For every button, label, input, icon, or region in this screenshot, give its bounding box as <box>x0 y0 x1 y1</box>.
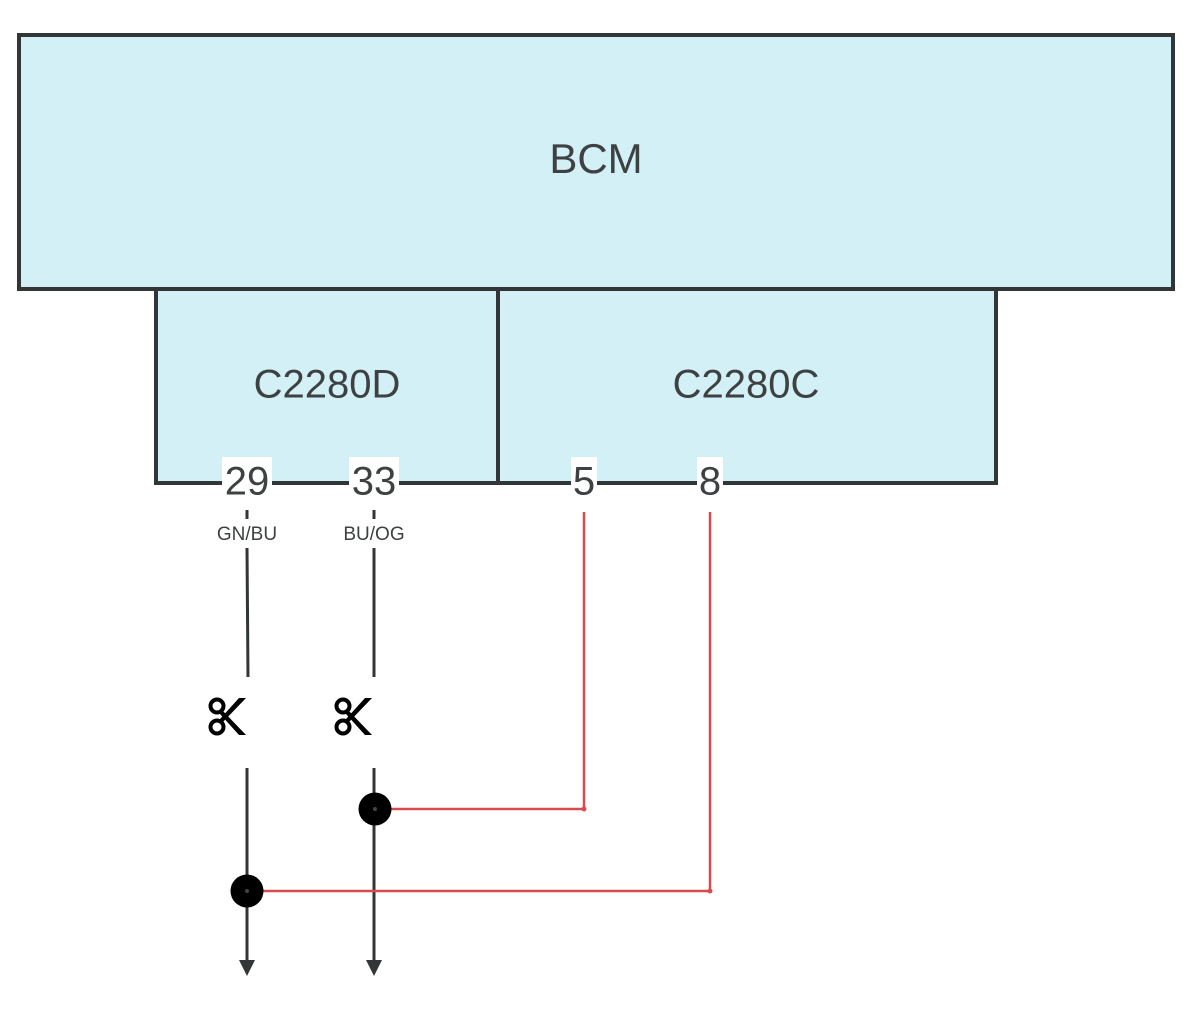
scissors-icon <box>208 697 246 736</box>
pin-33: 33 <box>349 457 399 507</box>
splice-point-29 <box>230 874 264 908</box>
pin-5-number: 5 <box>573 460 595 504</box>
splice-point-33 <box>358 792 392 826</box>
bcm-label: BCM <box>549 135 642 182</box>
pin-8: 8 <box>697 457 723 507</box>
jumper-wire-pin-8-to-29 <box>262 512 713 894</box>
pin-5: 5 <box>571 457 597 507</box>
wire-color-label-33: BU/OG <box>343 524 404 545</box>
arrow-down-icon <box>239 960 255 976</box>
bcm-module-box <box>17 33 1175 291</box>
arrow-down-icon <box>366 960 382 976</box>
pin-8-number: 8 <box>699 460 721 504</box>
scissors-icon <box>334 697 372 736</box>
pin-29-number: 29 <box>225 460 270 504</box>
wire-color-label-29: GN/BU <box>217 524 277 545</box>
connector-c2280c-label: C2280C <box>673 363 820 407</box>
pin-33-number: 33 <box>352 460 397 504</box>
wire-pin-29 <box>245 510 250 965</box>
connector-c2280c-box <box>496 287 998 485</box>
connector-c2280d-label: C2280D <box>254 363 401 407</box>
connector-c2280d-box <box>154 287 500 485</box>
jumper-wire-pin-5-to-33 <box>390 512 587 812</box>
pin-29: 29 <box>222 457 272 507</box>
